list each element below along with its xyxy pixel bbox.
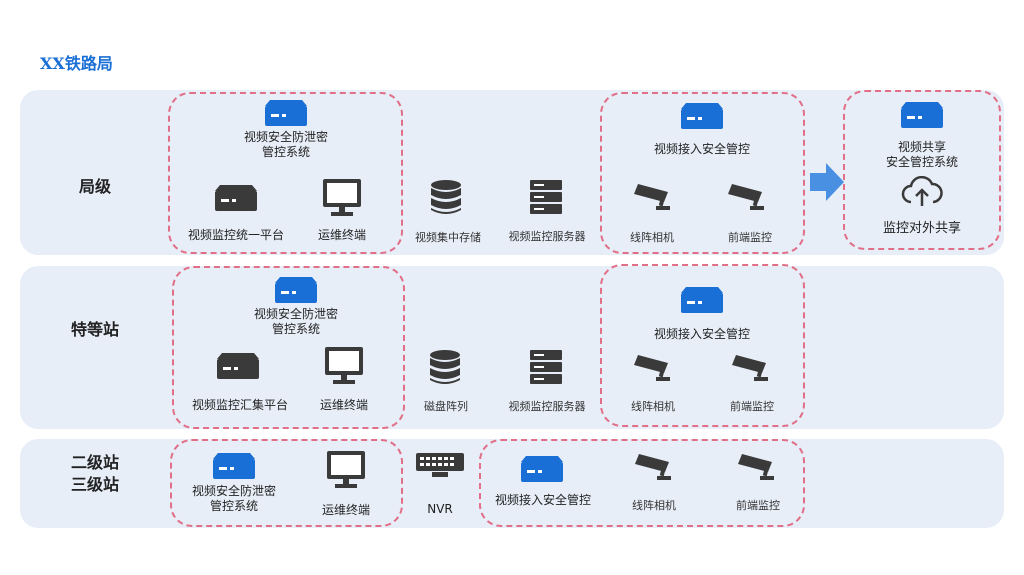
bureau-front-monitor-label: 前端监控: [728, 231, 772, 244]
group-secondary-access: [479, 439, 805, 527]
gateway-appliance-icon: [521, 456, 563, 482]
secondary-secure-label-2: 管控系统: [209, 499, 259, 513]
camera-icon: [728, 184, 764, 210]
bureau-storage-label: 视频集中存储: [415, 231, 481, 244]
bureau-platform-label: 视频监控统一平台: [187, 228, 285, 242]
share-system-label-1: 视频共享: [897, 140, 947, 154]
bureau-ops-label: 运维终端: [317, 228, 367, 242]
server-rack-icon: [530, 180, 562, 214]
bureau-server-label: 视频监控服务器: [508, 230, 586, 243]
monitor-icon: [325, 347, 363, 384]
gateway-appliance-icon: [681, 287, 723, 313]
bureau-secure-label-2: 管控系统: [261, 145, 311, 159]
special-access-label: 视频接入安全管控: [653, 327, 751, 341]
special-platform-label: 视频监控汇集平台: [191, 398, 289, 412]
group-special-access: [600, 264, 805, 427]
secondary-ops-label: 运维终端: [321, 503, 371, 517]
server-appliance-icon: [213, 453, 255, 479]
special-disk-array-label: 磁盘阵列: [424, 400, 468, 413]
special-array-camera-label: 线阵相机: [631, 400, 675, 413]
secondary-secure-label-1: 视频安全防泄密: [191, 484, 277, 498]
row-label-secondary: 二级站 三级站: [60, 452, 130, 496]
database-icon: [431, 180, 461, 214]
diagram-title: XX铁路局: [40, 54, 113, 73]
special-front-monitor-label: 前端监控: [730, 400, 774, 413]
monitor-icon: [323, 179, 361, 216]
group-bureau-secure: [168, 92, 403, 254]
nvr-device-icon: [416, 453, 464, 477]
arrow-right-icon: [810, 163, 844, 201]
share-appliance-icon: [901, 102, 943, 128]
row-band-bureau: [20, 90, 1004, 255]
server-appliance-icon: [275, 277, 317, 303]
group-secondary-secure: [170, 439, 403, 527]
row-label-secondary-line1: 二级站: [70, 453, 119, 472]
bureau-array-camera-label: 线阵相机: [630, 231, 674, 244]
camera-icon: [738, 454, 774, 480]
secondary-nvr-label: NVR: [427, 502, 453, 516]
share-external-label: 监控对外共享: [882, 221, 962, 236]
secondary-front-monitor-label: 前端监控: [736, 499, 780, 512]
row-label-special: 特等站: [70, 320, 119, 339]
camera-icon: [732, 355, 768, 381]
special-server-label: 视频监控服务器: [508, 400, 586, 413]
share-system-label-2: 安全管控系统: [885, 155, 959, 169]
server-appliance-icon: [265, 100, 307, 126]
special-secure-label-1: 视频安全防泄密: [253, 307, 339, 321]
camera-icon: [634, 355, 670, 381]
cloud-upload-icon: [901, 176, 943, 206]
database-icon: [430, 350, 460, 384]
platform-device-icon: [215, 185, 257, 211]
secondary-array-camera-label: 线阵相机: [632, 499, 676, 512]
server-rack-icon: [530, 350, 562, 384]
gateway-appliance-icon: [681, 103, 723, 129]
special-secure-label-2: 管控系统: [271, 322, 321, 336]
platform-device-icon: [217, 353, 259, 379]
camera-icon: [634, 184, 670, 210]
special-ops-label: 运维终端: [319, 398, 369, 412]
bureau-secure-label-1: 视频安全防泄密: [243, 130, 329, 144]
row-band-special: [20, 266, 1004, 429]
group-bureau-access: [600, 92, 805, 254]
row-label-secondary-line2: 三级站: [70, 475, 119, 494]
row-label-bureau: 局级: [78, 177, 111, 196]
bureau-access-label: 视频接入安全管控: [653, 142, 751, 156]
camera-icon: [635, 454, 671, 480]
monitor-icon: [327, 451, 365, 488]
secondary-access-label: 视频接入安全管控: [494, 493, 592, 507]
group-special-secure: [172, 266, 405, 429]
